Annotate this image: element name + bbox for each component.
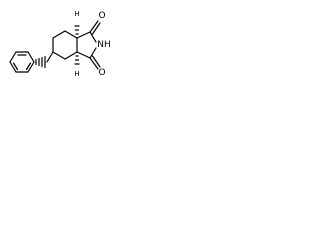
carbonyl-bottom-2 [91, 55, 101, 68]
stereo-h-top-group: H [74, 10, 80, 35]
carbonyl-top-1 [89, 20, 99, 33]
nitrogen-label: NH [97, 40, 111, 50]
bond-cy-7 [52, 51, 66, 60]
bond-ph-3 [27, 51, 35, 63]
stereo-h-top: H [74, 10, 79, 18]
bond-im-1 [76, 31, 91, 39]
chemical-structure: H H O O NH [0, 0, 124, 87]
stereo-h-bottom-group: H [74, 55, 80, 78]
stereo-h-bottom: H [74, 70, 79, 78]
imide-ring [76, 20, 101, 70]
bond-ph-double-2 [25, 62, 32, 71]
bond-im-3 [89, 47, 97, 59]
molecule-diagram: H H O O NH [9, 10, 111, 78]
atom-labels: O O NH [97, 11, 111, 78]
phenyl-ring [9, 51, 35, 73]
bond-ph-4 [27, 61, 35, 73]
bond-cy-1 [46, 51, 54, 63]
bond-ph-1 [9, 51, 17, 63]
cyclohexane-ring [46, 30, 78, 63]
bond-cy-3 [52, 30, 66, 39]
bond-im-4 [76, 51, 91, 59]
carbonyl-bottom-1 [89, 57, 99, 70]
phenyl-cyclohexane-hash-bond [35, 55, 46, 69]
oxygen-top-label: O [98, 11, 105, 21]
bond-ph-6 [9, 61, 17, 73]
bond-im-2 [89, 31, 97, 43]
carbonyl-top-2 [91, 22, 101, 35]
bond-cy-6 [64, 51, 78, 60]
bond-cy-4 [64, 30, 78, 39]
bond-ph-double-3 [12, 62, 19, 71]
oxygen-bottom-label: O [98, 68, 105, 78]
